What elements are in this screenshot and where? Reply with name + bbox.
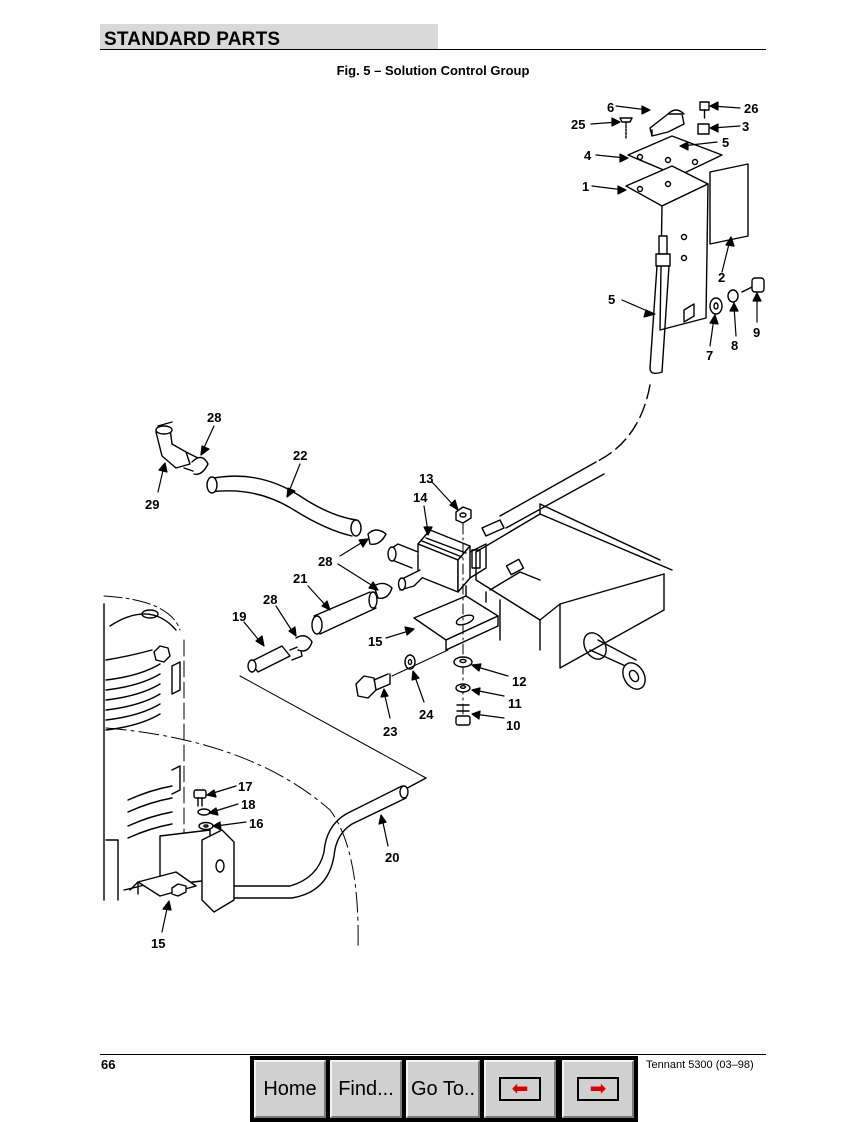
hose-22 xyxy=(311,582,393,635)
parts-diagram: 6 26 3 5 25 4 1 2 5 7 8 9 28 29 22 13 14… xyxy=(103,100,765,951)
callout-8: 8 xyxy=(731,338,738,353)
right-arrow-icon: ➡ xyxy=(577,1077,619,1101)
goto-button[interactable]: Go To.. xyxy=(406,1060,480,1118)
callout-5-top: 5 xyxy=(722,135,729,150)
callout-29: 29 xyxy=(145,497,159,512)
callout-5: 5 xyxy=(608,292,615,307)
callout-28-b: 28 xyxy=(318,554,332,569)
callout-25: 24 xyxy=(419,707,434,722)
leader-lines xyxy=(157,101,762,933)
bolt-and-washer xyxy=(355,649,449,699)
frame-structure xyxy=(475,503,673,690)
callout-21: 20 xyxy=(385,850,399,865)
callout-18: 17 xyxy=(238,779,252,794)
callout-15: 15 xyxy=(368,634,382,649)
left-arrow-icon: ⬅ xyxy=(499,1077,541,1101)
figure-caption: Fig. 5 – Solution Control Group xyxy=(336,63,530,78)
motor-assembly xyxy=(103,595,359,949)
callout-19: 18 xyxy=(241,797,255,812)
publication-info: Tennant 5300 (03–98) xyxy=(646,1059,754,1071)
callout-11: 11 xyxy=(508,696,522,711)
callout-28-c: 28 xyxy=(263,592,277,607)
callout-22: 21 xyxy=(293,571,307,586)
callout-13: 13 xyxy=(419,471,433,486)
footer-rule xyxy=(100,1054,766,1055)
callout-9: 9 xyxy=(753,325,760,340)
section-header: STANDARD PARTS xyxy=(100,24,438,50)
elbow-fitting xyxy=(155,421,209,475)
callout-2: 2 xyxy=(718,270,725,285)
callout-16: 15 xyxy=(151,936,165,951)
next-page-button[interactable]: ➡ xyxy=(562,1060,634,1118)
callout-27: 26 xyxy=(744,101,758,116)
solenoid-valve xyxy=(387,506,505,726)
hose-23 xyxy=(206,475,387,545)
find-button[interactable]: Find... xyxy=(330,1060,402,1118)
callout-4: 4 xyxy=(584,148,592,163)
callout-24: 23 xyxy=(383,724,397,739)
callout-17: 16 xyxy=(249,816,263,831)
callout-23: 22 xyxy=(293,448,307,463)
callout-14: 14 xyxy=(413,490,428,505)
home-button[interactable]: Home xyxy=(254,1060,326,1118)
callout-20: 19 xyxy=(232,609,246,624)
navigation-bar: Home Find... Go To.. ⬅ ➡ xyxy=(250,1056,638,1122)
callout-12: 12 xyxy=(512,674,526,689)
control-bracket-assembly xyxy=(619,101,765,375)
callout-28-a: 28 xyxy=(207,410,221,425)
section-title: STANDARD PARTS xyxy=(104,29,281,50)
callout-10: 10 xyxy=(506,718,520,733)
callout-1: 1 xyxy=(582,179,589,194)
callout-3: 3 xyxy=(742,119,749,134)
fitting-20 xyxy=(247,635,313,673)
previous-page-button[interactable]: ⬅ xyxy=(484,1060,556,1118)
tube-21 xyxy=(229,785,409,899)
header-rule xyxy=(100,49,766,50)
callout-6: 6 xyxy=(607,100,614,115)
callout-7: 7 xyxy=(706,348,713,363)
callout-26: 25 xyxy=(571,117,585,132)
page-number: 66 xyxy=(101,1057,116,1072)
